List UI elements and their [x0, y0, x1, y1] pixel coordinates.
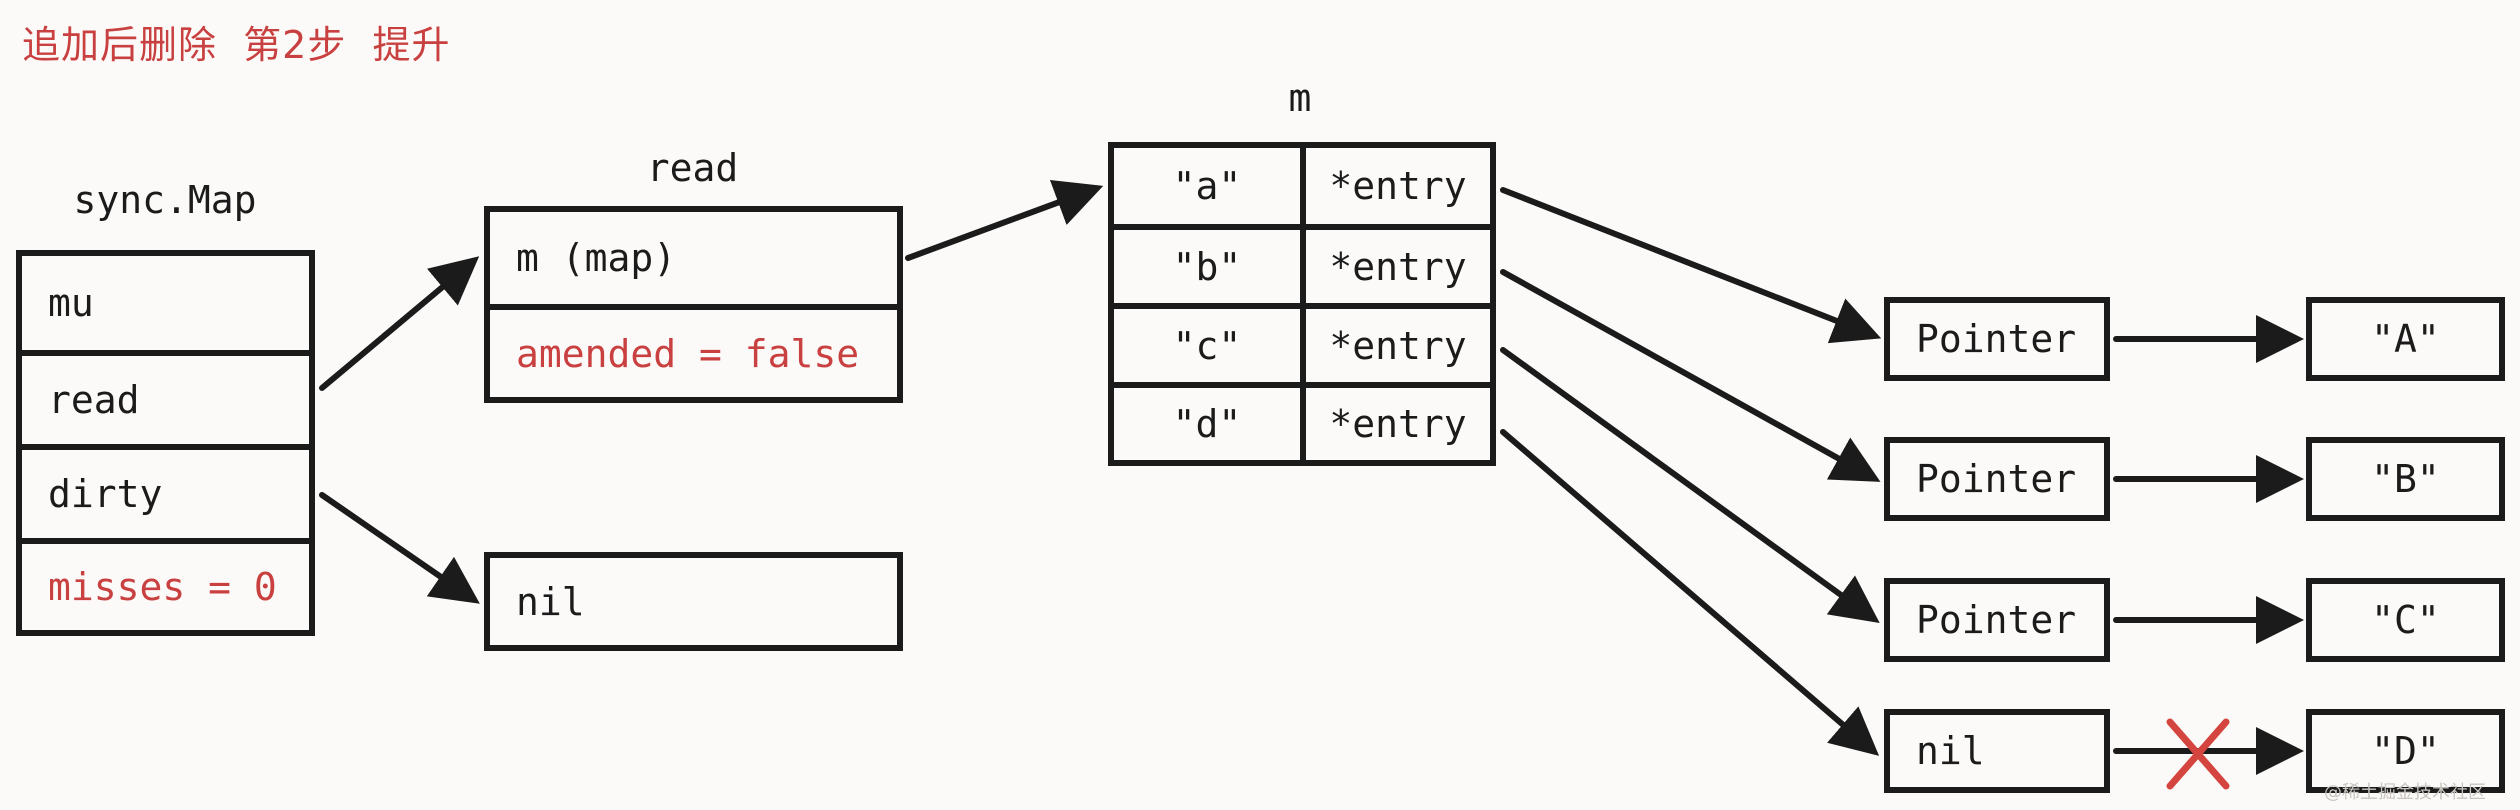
divider: [1114, 303, 1490, 309]
entry-value-label: "A": [2371, 317, 2440, 361]
entry-value-label: "D": [2371, 729, 2440, 773]
sync-map-caption: sync.Map: [73, 178, 257, 222]
map-value: *entry: [1329, 164, 1467, 208]
sync-map-struct: mu read dirty misses = 0: [16, 250, 315, 636]
dirty-nil-label: nil: [516, 579, 585, 624]
arrow-entry-c: [1500, 347, 1880, 624]
arrow-entry-b: [1500, 269, 1881, 482]
entry-value-label: "B": [2371, 457, 2440, 501]
entry-value-box: "A": [2306, 297, 2505, 381]
dirty-nil-box: nil: [484, 552, 903, 651]
sync-map-field-read: read: [48, 378, 140, 422]
entry-value-box: "D": [2306, 709, 2505, 793]
entry-pointer-label: nil: [1916, 729, 1985, 773]
arrow-dirty-to-nil: [319, 492, 480, 604]
cross-icon: [2166, 718, 2230, 790]
map-m-caption: m: [1288, 76, 1312, 120]
entry-pointer-box: Pointer: [1884, 437, 2110, 521]
read-field-m: m (map): [516, 236, 677, 280]
map-value: *entry: [1329, 402, 1467, 446]
map-key: "a": [1172, 164, 1242, 208]
divider: [22, 350, 309, 356]
read-struct: m (map) amended = false: [484, 206, 903, 403]
sync-map-field-mu: mu: [48, 281, 94, 325]
divider: [1114, 224, 1490, 230]
map-value: *entry: [1329, 323, 1467, 368]
entry-pointer-label: Pointer: [1916, 598, 2077, 642]
arrow-entry-a: [1500, 187, 1882, 344]
watermark: @稀土掘金技术社区: [2324, 782, 2486, 803]
entry-value-box: "B": [2306, 437, 2505, 521]
map-key: "d": [1172, 402, 1242, 446]
sync-map-field-misses: misses = 0: [48, 565, 277, 609]
read-struct-caption: read: [646, 146, 739, 190]
map-value: *entry: [1329, 244, 1467, 289]
arrow-entry-d: [1500, 429, 1880, 756]
entry-pointer-box: Pointer: [1884, 578, 2110, 662]
page-title: 追加后删除 第2步 提升: [22, 23, 451, 67]
read-field-amended: amended = false: [516, 331, 860, 376]
map-m-table: "a" *entry "b" *entry "c" *entry "d" *en…: [1108, 142, 1496, 466]
entry-pointer-label: Pointer: [1916, 317, 2077, 361]
entry-pointer-box: nil: [1884, 709, 2110, 793]
divider: [22, 538, 309, 544]
divider: [1114, 382, 1490, 388]
divider: [490, 304, 897, 310]
arrow-read-to-read-struct: [319, 256, 480, 391]
entry-pointer-box: Pointer: [1884, 297, 2110, 381]
map-key: "c": [1172, 323, 1242, 368]
arrow-read-m-to-map: [905, 179, 1104, 261]
entry-pointer-label: Pointer: [1916, 457, 2077, 501]
divider: [22, 444, 309, 450]
sync-map-field-dirty: dirty: [48, 472, 163, 516]
entry-value-box: "C": [2306, 578, 2505, 662]
entry-value-label: "C": [2371, 598, 2440, 642]
map-key: "b": [1172, 244, 1242, 289]
